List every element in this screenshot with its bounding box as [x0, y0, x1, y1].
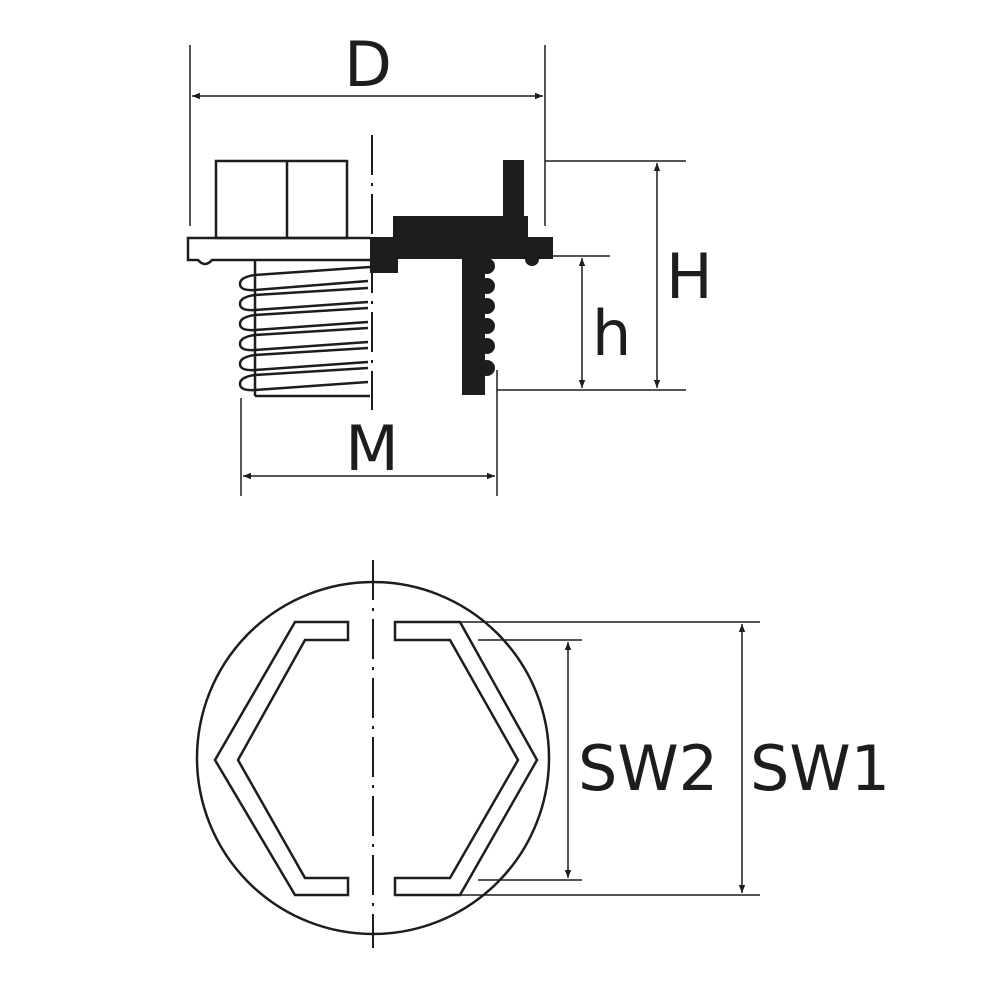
- section-view: [370, 160, 553, 395]
- dimension-label-SW1: SW1: [750, 732, 890, 805]
- hex-socket-right: [393, 620, 539, 897]
- dimension-label-h: h: [592, 297, 631, 370]
- dimension-label-SW2: SW2: [578, 732, 718, 805]
- dimension-M: M: [240, 370, 498, 496]
- dimension-SW1: SW1: [460, 621, 890, 896]
- dimension-label-H: H: [666, 240, 713, 313]
- flange: [186, 236, 370, 266]
- dimension-H: H: [497, 160, 713, 391]
- dimension-SW2: SW2: [478, 639, 718, 881]
- dimension-D: D: [189, 28, 546, 226]
- dimension-label-D: D: [344, 28, 392, 101]
- side-view: D H h M: [186, 28, 713, 496]
- hex-socket-left: [213, 620, 350, 897]
- dimension-h: h: [552, 255, 631, 388]
- dimension-label-M: M: [345, 412, 399, 485]
- top-view: SW1 SW2: [195, 560, 890, 948]
- thread-body: [238, 260, 371, 398]
- hex-head: [214, 159, 349, 240]
